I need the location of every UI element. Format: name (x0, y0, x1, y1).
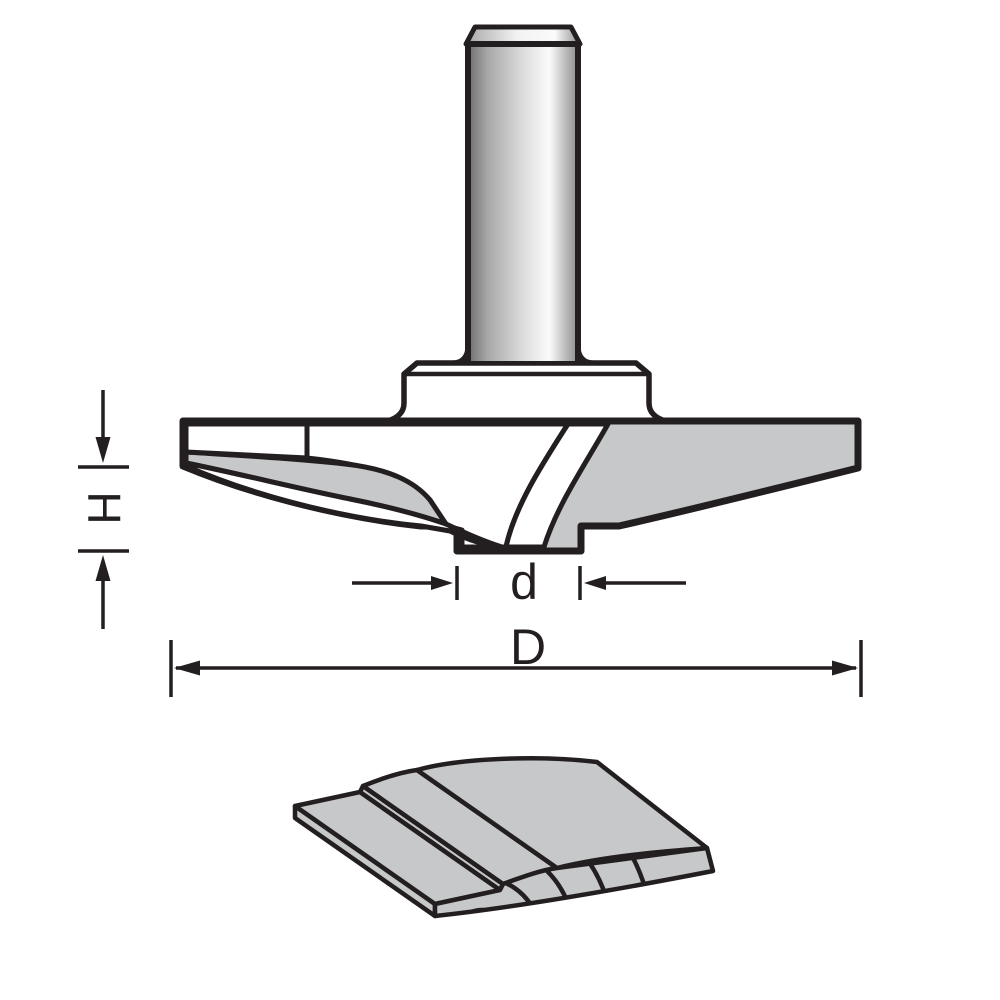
collar-body (385, 360, 668, 424)
h-down-arrowhead (95, 437, 111, 463)
carbide-edge-far (503, 421, 611, 550)
router-bit (179, 24, 862, 555)
D-left-arrowhead (174, 660, 200, 676)
D-right-arrowhead (832, 660, 858, 676)
shank-left-fillet (451, 344, 471, 366)
wood-panel-top-face (414, 756, 710, 871)
collar (385, 360, 668, 424)
d-label: d (510, 554, 538, 610)
carbide-edge-near (183, 460, 505, 550)
dimension-d: d (352, 554, 686, 610)
growth-ring (453, 907, 511, 916)
wood-profile-sample (292, 756, 716, 919)
d-right-arrowhead (584, 576, 606, 590)
h-up-arrowhead (95, 555, 111, 581)
shank-body (465, 41, 581, 361)
shank-right-fillet (575, 344, 595, 366)
dimension-D: D (169, 619, 863, 697)
d-left-arrowhead (431, 576, 453, 590)
h-label: H (78, 491, 130, 524)
dimension-h: H (78, 390, 130, 629)
cutter-head (179, 417, 862, 555)
flank-face (183, 421, 310, 461)
shank (451, 24, 595, 366)
D-label: D (510, 619, 546, 675)
